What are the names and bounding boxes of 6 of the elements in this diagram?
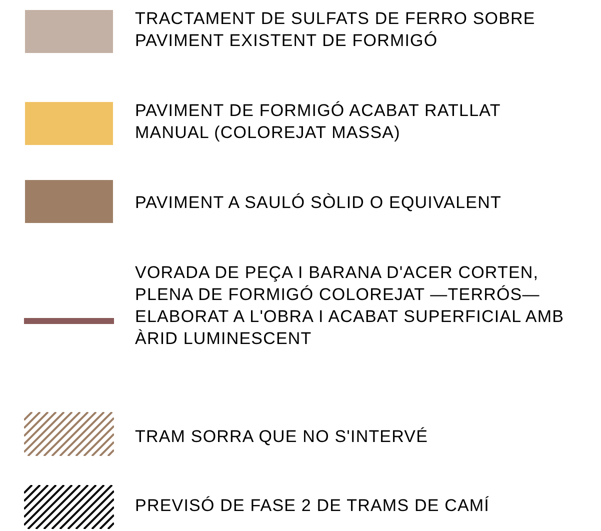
legend-text: PAVIMENT A SAULÓ SÒLID O EQUIVALENT xyxy=(135,192,502,214)
legend-text: TRAM SORRA QUE NO S'INTERVÉ xyxy=(135,426,430,448)
legend-text: TRACTAMENT DE SULFATS DE FERRO SOBRE PAVIMENT EXISTENT DE FORMIGÓ xyxy=(135,8,536,52)
legend-text: PAVIMENT DE FORMIGÓ ACABAT RATLLAT MANUAL (COLOREJAT MASSA) xyxy=(135,100,502,144)
legend-text: PREVISÓ DE FASE 2 DE TRAMS DE CAMÍ xyxy=(135,495,490,517)
legend-text: VORADA DE PEÇA I BARANA D'ACER CORTEN, PLENA DE FORMIGÓ COLOREJAT —TERRÓS— ELABORAT A L'OBRA I ACABAT SUPERFICIAL AMB ÀRID LUMINESCENT xyxy=(135,262,566,350)
